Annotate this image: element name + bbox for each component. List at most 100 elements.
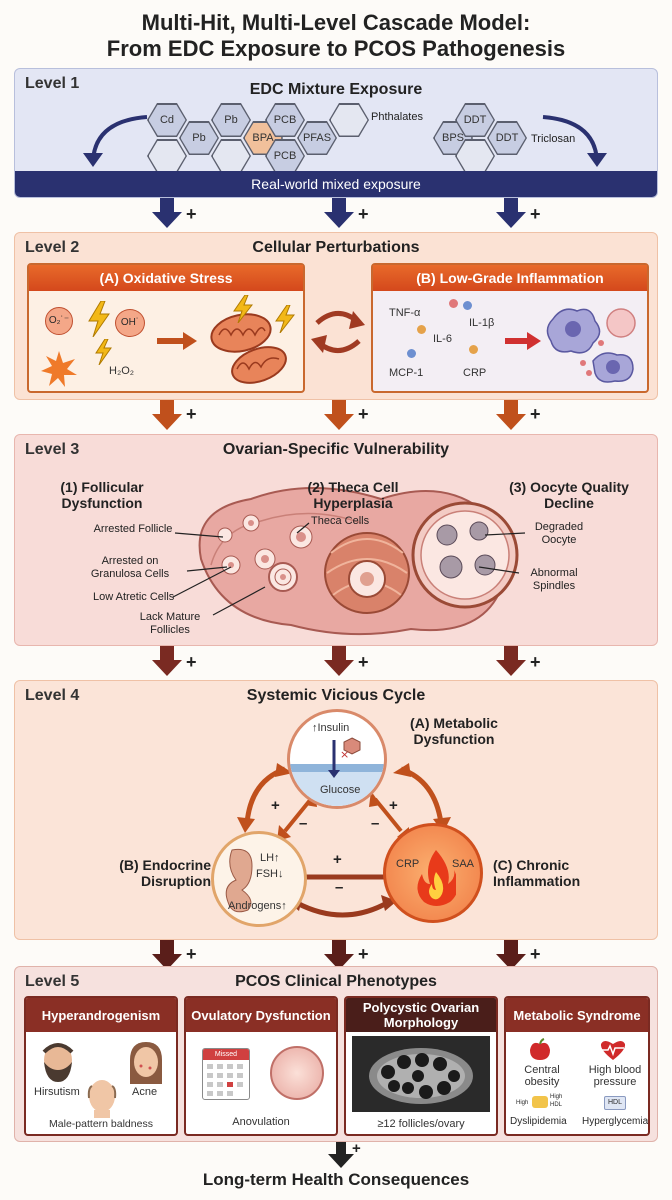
heart-pulse-icon — [600, 1041, 626, 1060]
male-pattern-baldness-label: Male-pattern baldness — [49, 1118, 153, 1130]
hex-pb-2: Pb — [211, 103, 251, 137]
high-tg-label: High — [550, 1094, 563, 1100]
level-5-title: PCOS Clinical Phenotypes — [235, 973, 437, 990]
ovary-illustration-icon — [198, 487, 519, 636]
callout-lines-icon — [172, 522, 526, 616]
level-3-label: Level 3 — [25, 441, 80, 458]
pituitary-gland-icon — [225, 848, 253, 913]
hydroxyl-icon: OH˙ — [115, 309, 145, 337]
low-grade-inflammation-box: (B) Low-Grade Inflammation TNF-α IL-1β I… — [371, 263, 649, 393]
down-arrow-12-icon — [496, 940, 526, 970]
hdl-small-label: HDL — [550, 1102, 563, 1108]
h2o2-label: H₂O₂ — [109, 365, 135, 377]
androgens-label: Androgens↑ — [228, 900, 287, 912]
metabolic-dysfunction-heading: (A) Metabolic Dysfunction — [410, 715, 498, 747]
anovulation-label: Anovulation — [232, 1116, 290, 1128]
down-arrow-3-icon — [496, 198, 526, 228]
oocyte-quality-decline-heading: (3) Oocyte Quality Decline — [509, 479, 629, 511]
ovulatory-dysfunction-card: Ovulatory Dysfunction Missed Anovulation — [184, 996, 338, 1136]
arrested-granulosa-label: Arrested on Granulosa Cells — [90, 555, 170, 580]
female-face-icon — [130, 1042, 162, 1084]
hyperglycemia-label: Hyperglycemia — [582, 1116, 649, 1127]
hex-ddt-2: DDT — [487, 121, 527, 155]
central-obesity-label: Central obesity — [524, 1064, 560, 1088]
chronic-inflammation-node: CRP SAA — [383, 823, 483, 923]
plus-sign: + — [358, 652, 369, 672]
oocyte-icon — [270, 1046, 324, 1100]
hex-blank-1 — [147, 139, 187, 173]
cytokine-dot-icon — [469, 345, 478, 354]
page-title: Multi-Hit, Multi-Level Cascade Model: Fr… — [0, 10, 672, 62]
mitochondria-icon — [210, 313, 287, 384]
lightning-mito-icon — [233, 295, 253, 323]
superoxide-label: O₂˙⁻ — [48, 315, 70, 326]
crp-node-label: CRP — [396, 858, 420, 870]
level-2-panel: Level 2 Cellular Perturbations (A) Oxida… — [14, 232, 658, 400]
ovulatory-dysfunction-title: Ovulatory Dysfunction — [186, 998, 336, 1032]
acne-label: Acne — [132, 1086, 158, 1098]
cytokine-dot-icon — [417, 325, 426, 334]
down-arrow-2-icon — [324, 198, 354, 228]
endocrine-disruption-heading: (B) Endocrine Disruption — [119, 857, 211, 889]
lh-label: LH↑ — [260, 852, 280, 864]
metabolic-syndrome-card: Metabolic Syndrome Central obesity High … — [504, 996, 650, 1136]
plus-sign: + — [530, 944, 541, 964]
oxidative-stress-title: (A) Oxidative Stress — [29, 265, 303, 291]
immune-cells-icon — [546, 308, 636, 383]
bearded-face-icon — [42, 1043, 74, 1082]
insulin-receptor-icon: × — [328, 737, 361, 778]
membrane-layer-icon — [290, 764, 384, 772]
level-2-title: Cellular Perturbations — [252, 239, 420, 256]
plus-sign: + — [333, 851, 342, 868]
curve-arrow-left-icon — [83, 115, 148, 167]
minus-sign: – — [371, 815, 380, 832]
lightning-mito-2-icon — [275, 305, 295, 333]
arrow-right-red-icon — [505, 332, 541, 350]
lightning-icon — [88, 301, 110, 337]
metabolic-dysfunction-node: ↑Insulin × Glucose — [287, 709, 387, 809]
level-4-title: Systemic Vicious Cycle — [246, 687, 426, 704]
calendar-grid-icon — [207, 1064, 243, 1096]
plus-sign: + — [530, 204, 541, 224]
plus-sign: + — [358, 404, 369, 424]
level-3-panel: Level 3 Ovarian-Specific Vulnerability (… — [14, 434, 658, 646]
down-arrow-7-icon — [152, 646, 182, 676]
level-4-label: Level 4 — [25, 687, 80, 704]
chronic-inflammation-heading: (C) Chronic Inflammation — [493, 857, 581, 889]
endocrine-disruption-node: LH↑ FSH↓ Androgens↑ — [211, 831, 307, 927]
ultrasound-image-icon — [352, 1036, 490, 1112]
down-arrow-10-icon — [152, 940, 182, 970]
plus-sign: + — [358, 204, 369, 224]
cell-membrane-icon — [290, 768, 384, 806]
hydroxyl-label: OH˙ — [120, 317, 140, 328]
arrested-follicle-label: Arrested Follicle — [93, 523, 173, 535]
saa-label: SAA — [452, 858, 475, 870]
bidirectional-cycle-icon — [311, 311, 365, 353]
down-arrow-1-icon — [152, 198, 182, 228]
insulin-label: ↑Insulin — [312, 722, 350, 734]
svg-text:×: × — [340, 748, 349, 761]
mcp-1-label: MCP-1 — [389, 367, 424, 379]
plus-sign: + — [389, 797, 398, 814]
final-down-arrow-icon — [328, 1142, 354, 1168]
plus-sign: + — [530, 652, 541, 672]
triclosan-label: Triclosan — [531, 133, 576, 145]
calendar-icon: Missed — [202, 1048, 250, 1100]
real-world-exposure-bar: Real-world mixed exposure — [15, 171, 657, 197]
level-2-label: Level 2 — [25, 239, 80, 256]
follicular-dysfunction-heading: (1) Follicular Dysfunction — [60, 479, 144, 511]
hex-pfas: PFAS — [297, 121, 337, 155]
follicles-per-ovary-label: ≥12 follicles/ovary — [377, 1118, 465, 1130]
long-term-consequences-footer: Long-term Health Consequences — [202, 1170, 470, 1189]
apple-icon — [530, 1038, 550, 1060]
plus-sign: + — [358, 944, 369, 964]
degraded-oocyte-label: Degraded Oocyte — [534, 521, 584, 546]
hex-blank-2 — [211, 139, 251, 173]
low-atretic-cells-label: Low Atretic Cells — [93, 591, 175, 603]
cytokine-dot-icon — [463, 301, 472, 310]
fsh-label: FSH↓ — [256, 868, 284, 880]
bald-head-icon — [87, 1080, 117, 1118]
curve-arrow-right-icon — [542, 115, 607, 167]
down-arrow-11-icon — [324, 940, 354, 970]
down-arrow-5-icon — [324, 400, 354, 430]
